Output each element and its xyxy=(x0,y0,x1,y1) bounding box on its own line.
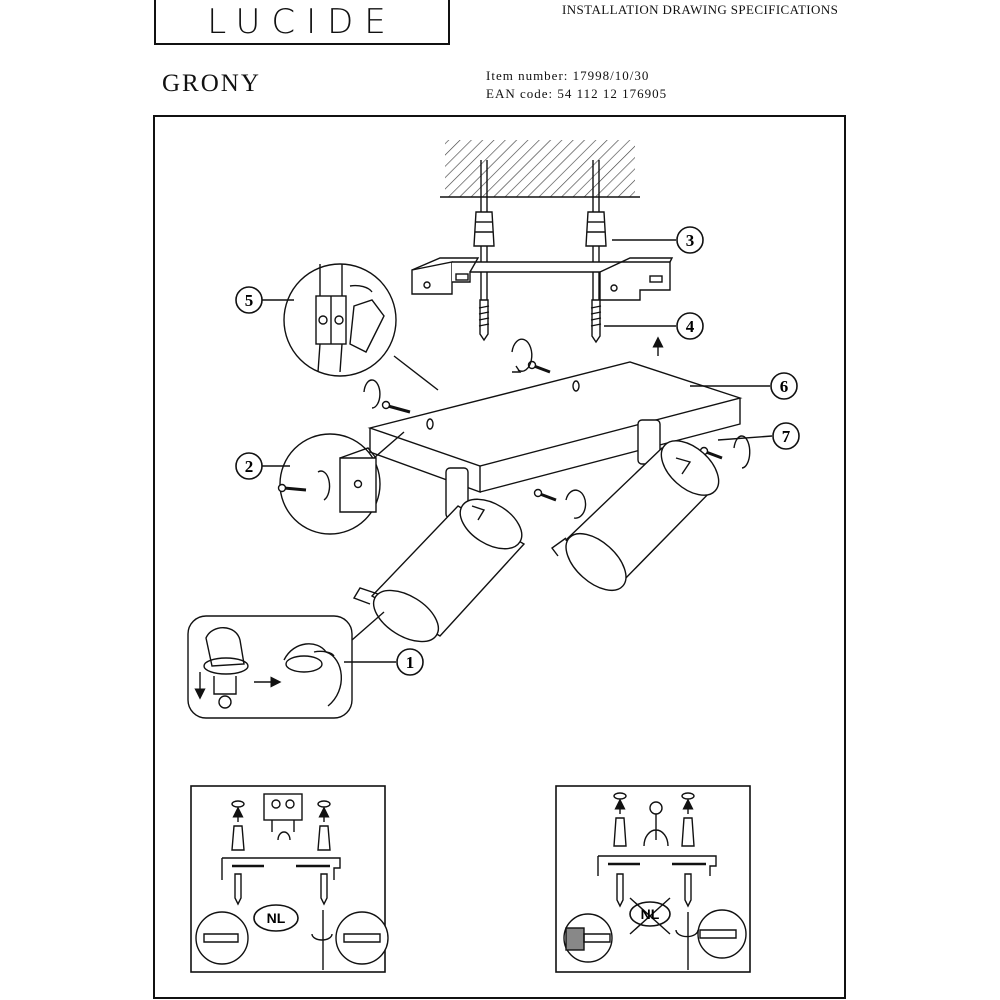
brand-logo: LUCIDE xyxy=(154,0,450,45)
logo-wordmark: LUCIDE xyxy=(207,2,397,42)
spotlight-left xyxy=(352,467,526,643)
svg-text:7: 7 xyxy=(782,427,791,446)
bulb-replacement-detail xyxy=(187,611,385,719)
item-number: Item number: 17998/10/30 xyxy=(486,68,650,83)
callout-leaders xyxy=(262,239,773,663)
callout-5: 5 xyxy=(235,286,263,314)
svg-text:1: 1 xyxy=(406,653,415,672)
nl-label-right: NL xyxy=(641,906,660,922)
callout-1: 1 xyxy=(396,648,424,676)
callout-2: 2 xyxy=(235,452,263,480)
fixing-screw xyxy=(381,360,723,502)
svg-text:5: 5 xyxy=(245,291,254,310)
base-plate xyxy=(367,361,743,493)
callout-7: 7 xyxy=(772,422,800,450)
callout-3: 3 xyxy=(676,226,704,254)
callout-6: 6 xyxy=(770,372,798,400)
mounting-bracket xyxy=(411,257,674,301)
mounting-detail-right xyxy=(555,785,751,973)
terminal-block-detail xyxy=(283,263,439,391)
spotlight-right xyxy=(551,419,720,592)
rotate-icon xyxy=(363,338,751,519)
screw xyxy=(590,299,602,344)
screw xyxy=(478,299,490,342)
ceiling-hatch xyxy=(440,140,640,198)
svg-text:6: 6 xyxy=(780,377,789,396)
drawing-frame xyxy=(153,115,846,999)
product-name: GRONY xyxy=(162,70,261,97)
svg-text:4: 4 xyxy=(686,317,695,336)
svg-text:2: 2 xyxy=(245,457,254,476)
ean-code: EAN code: 54 112 12 176905 xyxy=(486,86,668,101)
svg-text:3: 3 xyxy=(686,231,695,250)
nl-label-left: NL xyxy=(267,910,286,926)
fixing-detail xyxy=(277,431,405,535)
mounting-detail-left xyxy=(190,785,389,973)
document-title: INSTALLATION DRAWING SPECIFICATIONS xyxy=(562,2,839,17)
callout-4: 4 xyxy=(676,312,704,340)
